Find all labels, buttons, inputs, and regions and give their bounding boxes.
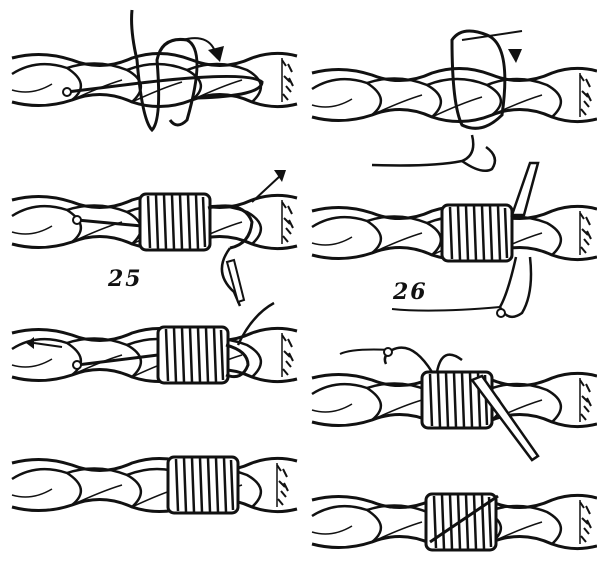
fig26-step1-rope: [312, 31, 597, 171]
figure-26-label: 26: [393, 279, 428, 305]
fig25-step2-rope: [12, 170, 297, 306]
fig25-step4-rope: [12, 457, 297, 513]
fig26-step2-rope: [312, 163, 597, 317]
fig26-step3-rope: [312, 348, 597, 460]
fig25-step3-rope: [12, 303, 297, 383]
figure-25-label: 25: [108, 266, 143, 292]
fig25-step1-rope: [12, 10, 297, 130]
fig26-step4-rope: [312, 494, 597, 550]
